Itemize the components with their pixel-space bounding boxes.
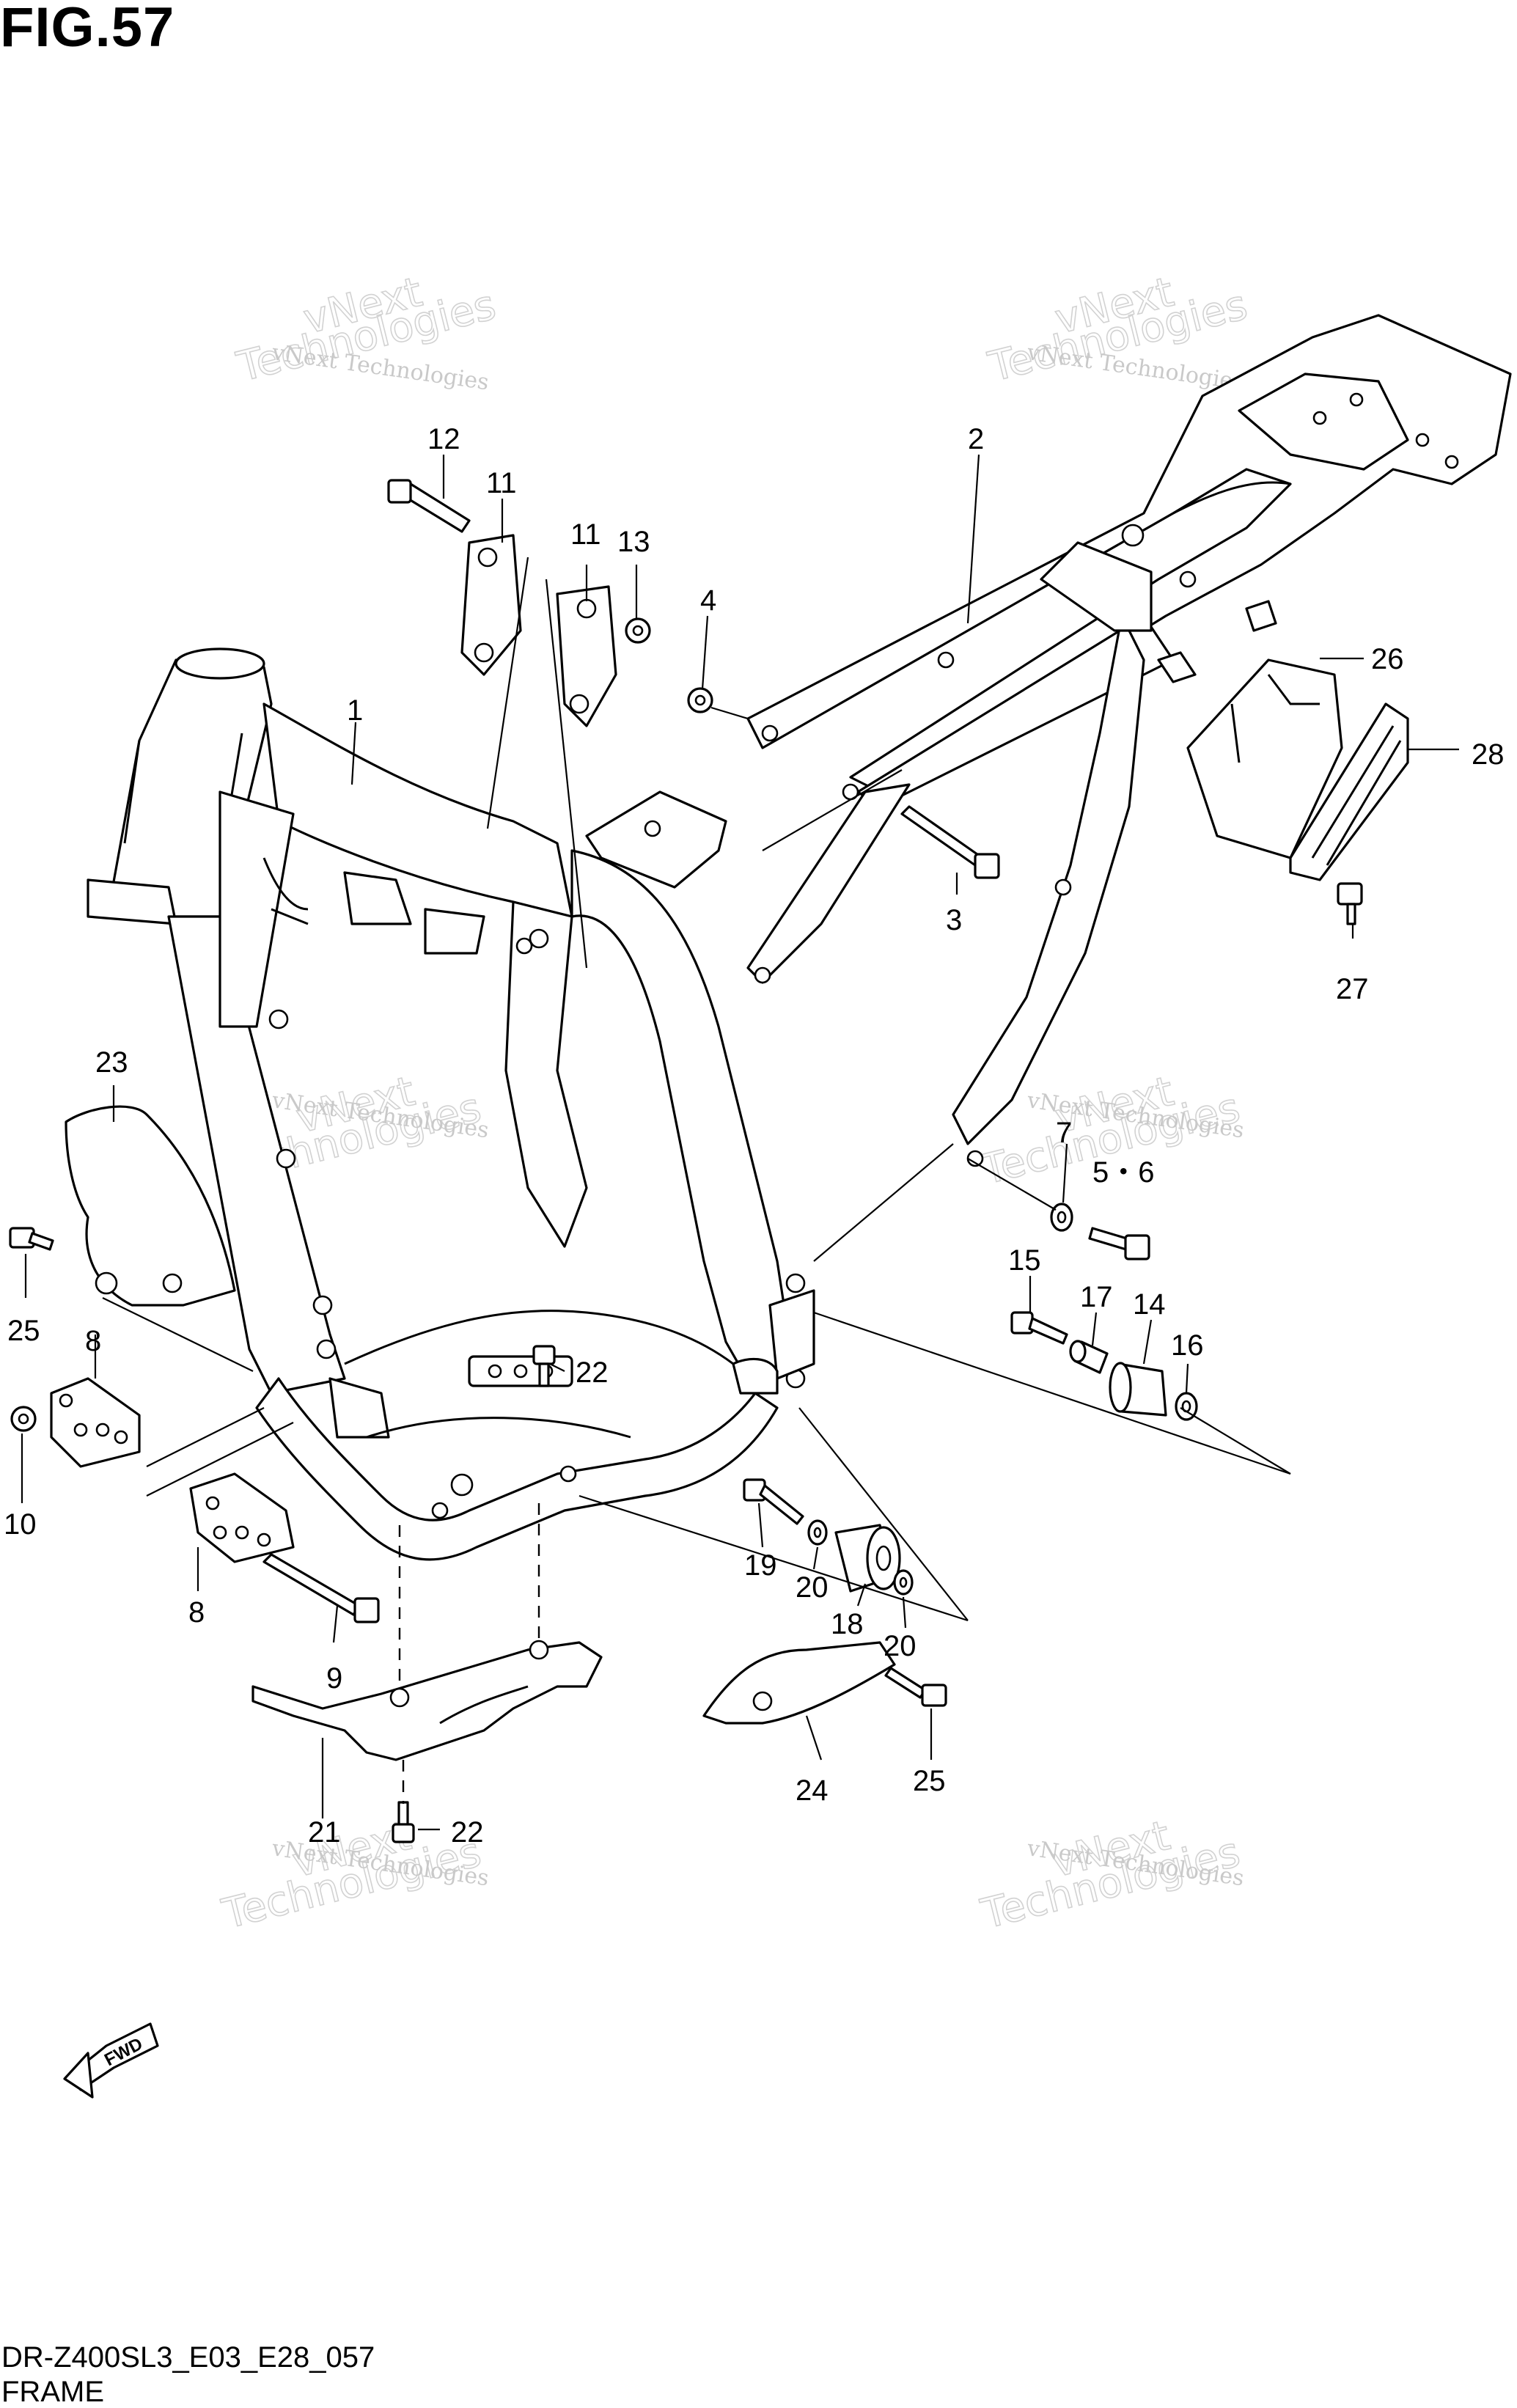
callout-7: 7 (1056, 1117, 1072, 1149)
forward-direction-badge: FWD (63, 2022, 159, 2099)
callout-8-upper: 8 (85, 1325, 101, 1357)
engine-plate-8-lower (189, 1472, 295, 1563)
callout-5-6: 5・6 (1092, 1156, 1155, 1189)
callout-22-upper: 22 (576, 1357, 609, 1389)
callout-10: 10 (4, 1508, 37, 1541)
callout-4: 4 (700, 584, 716, 617)
callout-labels: 12 11 11 13 4 2 1 26 28 3 27 23 7 5・6 25… (4, 423, 1505, 1849)
callout-15: 15 (1008, 1244, 1041, 1277)
callout-13: 13 (617, 526, 650, 558)
callout-20-left: 20 (796, 1571, 829, 1604)
callout-19: 19 (744, 1549, 777, 1582)
bolt-12 (387, 479, 471, 533)
bracket-11-right (556, 585, 617, 727)
collar-17 (1069, 1340, 1109, 1374)
callout-11-right: 11 (570, 518, 601, 551)
main-frame (87, 647, 815, 1561)
rear-subframe (746, 314, 1512, 1167)
callout-20-right: 20 (884, 1630, 917, 1662)
callout-1: 1 (347, 694, 363, 727)
bolt-15 (1010, 1311, 1068, 1345)
callout-25-left: 25 (7, 1315, 40, 1347)
callout-26: 26 (1371, 643, 1404, 675)
callout-8-lower: 8 (188, 1596, 205, 1629)
engine-mount-plate (585, 790, 727, 889)
callout-25-right: 25 (913, 1765, 946, 1797)
bolt-9 (262, 1553, 380, 1623)
roller-18 (834, 1524, 901, 1593)
nut-10 (10, 1406, 37, 1432)
washer-20-left (807, 1519, 828, 1546)
callout-24: 24 (796, 1774, 829, 1807)
callout-23: 23 (95, 1046, 128, 1079)
callout-12: 12 (427, 423, 460, 455)
washer-7 (1050, 1203, 1073, 1232)
nut-4 (687, 687, 713, 713)
frame-cover-23 (65, 1105, 236, 1307)
callout-11-left: 11 (486, 467, 517, 499)
battery-case (1186, 658, 1343, 859)
diagram-code: DR-Z400SL3_E03_E28_057 (1, 2341, 375, 2374)
bolt-19 (743, 1478, 804, 1525)
callout-22-lower: 22 (451, 1816, 484, 1849)
callout-28: 28 (1472, 738, 1505, 771)
callout-9: 9 (326, 1662, 342, 1695)
callout-2: 2 (968, 423, 984, 455)
leader-lines (21, 454, 1459, 1831)
bolt-25-left (9, 1227, 54, 1251)
watermark-top-right: Technologies vNext vNext Technologies (983, 268, 1252, 395)
watermark-top-left: Technologies vNext vNext Technologies (232, 268, 501, 395)
callout-27: 27 (1336, 973, 1369, 1005)
callout-16: 16 (1171, 1329, 1204, 1362)
bolt-27 (1337, 882, 1363, 925)
guard-24 (702, 1641, 896, 1725)
bolt-22-upper (532, 1345, 556, 1387)
bolt-22-lower (392, 1801, 415, 1843)
callout-14: 14 (1133, 1288, 1166, 1321)
callout-17: 17 (1080, 1281, 1113, 1313)
battery-holder (1289, 702, 1409, 881)
bracket-11-left (460, 534, 522, 676)
figure-title: FIG.57 (0, 0, 175, 59)
diagram-name: FRAME (1, 2376, 104, 2408)
engine-plate-8-upper (50, 1377, 141, 1468)
skid-plate-21 (251, 1640, 603, 1761)
watermark-bottom-left: Technologies vNext vNext Technologies (217, 1811, 491, 1939)
bolt-25-right (884, 1667, 947, 1707)
nut-13 (625, 617, 651, 644)
bolt-5-6 (1088, 1227, 1150, 1260)
washer-20-right (893, 1569, 914, 1596)
watermark-bottom-right: Technologies vNext vNext Technologies (976, 1811, 1246, 1939)
callout-21: 21 (308, 1816, 341, 1849)
callout-3: 3 (946, 904, 962, 936)
bushing-14 (1109, 1362, 1167, 1417)
bolt-3 (900, 805, 1000, 879)
callout-18: 18 (831, 1608, 864, 1640)
